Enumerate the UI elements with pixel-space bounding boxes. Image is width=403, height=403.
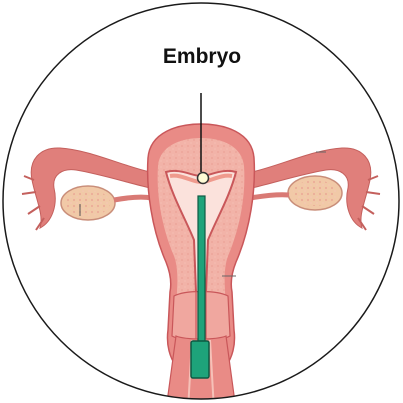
right-ovary-texture	[293, 180, 337, 206]
left-ovary-texture	[66, 190, 110, 216]
right-ovarian-ligament	[250, 195, 289, 198]
catheter-tube	[198, 196, 205, 344]
embryo-marker-icon	[198, 173, 209, 184]
catheter-hub	[191, 341, 209, 378]
embryo-label: Embryo	[163, 45, 241, 68]
left-ovarian-ligament	[114, 197, 152, 200]
